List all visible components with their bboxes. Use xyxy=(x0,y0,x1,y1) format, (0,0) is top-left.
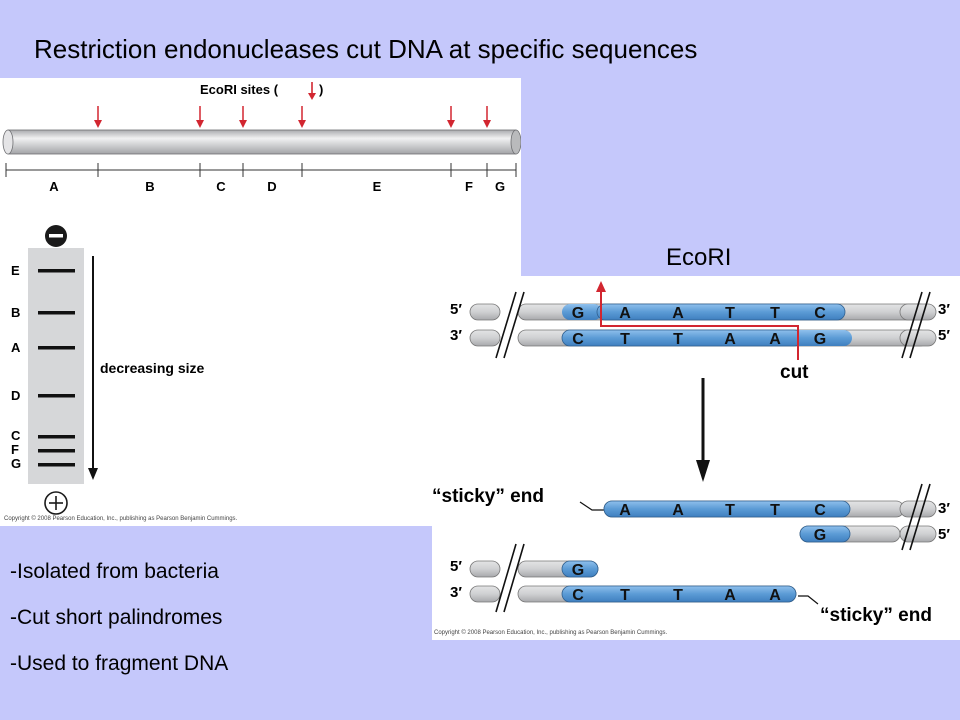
label-3prime-left-frag: 3′ xyxy=(450,584,462,601)
gel-band-f xyxy=(38,449,75,453)
sticky-end-label-bottom: “sticky” end xyxy=(820,605,932,626)
frag-top-base-2: A xyxy=(619,502,631,519)
legend-arrowhead-icon xyxy=(308,93,316,100)
right-fragment: “sticky” end 3′ 5′ A A T T C G xyxy=(432,483,950,551)
left-bottom-base-1: C xyxy=(572,587,584,604)
gel-band-c xyxy=(38,435,75,439)
left-fragment: 5′ 3′ G C T T A A “sticky” end xyxy=(450,543,932,626)
copyright-b: Copyright © 2008 Pearson Education, Inc.… xyxy=(434,630,668,636)
sticky-end-label-top: “sticky” end xyxy=(432,486,544,507)
left-bottom-base-2: T xyxy=(620,587,630,604)
gel-band-labels: E B A D C F G xyxy=(11,263,21,471)
ecori-cleavage-diagram: 5′ 3′ 3′ 5′ G A A xyxy=(432,281,950,626)
cleavage-panel: 5′ 3′ 3′ 5′ G A A xyxy=(432,276,960,640)
band-label-g: G xyxy=(11,456,21,471)
band-label-f: F xyxy=(11,442,19,457)
label-3prime-bottom-left: 3′ xyxy=(450,327,462,344)
recognition-sequence: G A A T T C C T T A A G xyxy=(572,305,826,348)
bottom-base-5: A xyxy=(769,331,781,348)
restriction-map-diagram: EcoRI sites ( ) xyxy=(2,82,521,515)
label-3prime-frag-top: 3′ xyxy=(938,500,950,517)
copyright-a: Copyright © 2008 Pearson Education, Inc.… xyxy=(4,516,238,522)
gel-lane: E B A D C F G xyxy=(11,225,84,515)
left-bottom-base-5: A xyxy=(769,587,781,604)
band-label-b: B xyxy=(11,305,20,320)
left-top-base-1: G xyxy=(572,562,584,579)
bottom-base-6: G xyxy=(814,331,826,348)
label-5prime-bottom-right: 5′ xyxy=(938,327,950,344)
fragment-label-a: A xyxy=(49,179,59,194)
process-arrowhead-icon xyxy=(696,460,710,482)
fragment-label-c: C xyxy=(216,179,226,194)
gel-band-d xyxy=(38,394,75,398)
fragment-ruler xyxy=(5,163,517,177)
top-base-5: T xyxy=(770,305,780,322)
bullet-item: -Cut short palindromes xyxy=(10,606,223,629)
cut-label: cut xyxy=(780,362,809,383)
gel-band-g xyxy=(38,463,75,467)
frag-bottom-base-6: G xyxy=(814,527,826,544)
frag-top-base-5: T xyxy=(770,502,780,519)
label-3prime-top-right: 3′ xyxy=(938,301,950,318)
fragment-label-d: D xyxy=(267,179,276,194)
size-arrowhead-icon xyxy=(88,468,98,480)
cut-arrowhead-icon xyxy=(596,281,606,292)
frag-top-base-6: C xyxy=(814,502,826,519)
top-base-3: A xyxy=(672,305,684,322)
band-label-a: A xyxy=(11,340,21,355)
fragment-label-g: G xyxy=(495,179,505,194)
label-5prime-top-left: 5′ xyxy=(450,301,462,318)
left-bottom-base-3: T xyxy=(673,587,683,604)
cut-line xyxy=(600,290,799,360)
cut-site-arrows xyxy=(94,106,491,128)
left-bottom-base-4: A xyxy=(724,587,736,604)
sites-label: EcoRI sites ( xyxy=(200,82,279,97)
bottom-base-4: A xyxy=(724,331,736,348)
gel-band-a xyxy=(38,346,75,350)
intact-dna: 5′ 3′ 3′ 5′ G A A xyxy=(450,281,950,383)
bullet-list: -Isolated from bacteria -Cut short palin… xyxy=(10,560,228,698)
band-label-c: C xyxy=(11,428,21,443)
label-5prime-left-frag: 5′ xyxy=(450,558,462,575)
bullet-item: -Used to fragment DNA xyxy=(10,652,229,675)
fragment-label-e: E xyxy=(373,179,382,194)
top-base-6: C xyxy=(814,305,826,322)
top-base-1: G xyxy=(572,305,584,322)
band-label-e: E xyxy=(11,263,20,278)
gel-band-e xyxy=(38,269,75,273)
top-base-4: T xyxy=(725,305,735,322)
sites-close: ) xyxy=(319,82,323,97)
fragment-labels: A B C D E F G xyxy=(49,179,505,194)
band-label-d: D xyxy=(11,388,20,403)
label-5prime-frag-bottom: 5′ xyxy=(938,526,950,543)
bullet-item: -Isolated from bacteria xyxy=(10,560,219,583)
slide-title: Restriction endonucleases cut DNA at spe… xyxy=(34,34,698,64)
fragment-label-f: F xyxy=(465,179,473,194)
frag-top-base-3: A xyxy=(672,502,684,519)
decreasing-size-label: decreasing size xyxy=(100,360,204,376)
gel-band-b xyxy=(38,311,75,315)
enzyme-label: EcoRI xyxy=(666,244,732,271)
fragment-label-b: B xyxy=(145,179,154,194)
dna-molecule xyxy=(2,129,521,155)
bottom-base-1: C xyxy=(572,331,584,348)
bottom-base-3: T xyxy=(673,331,683,348)
bottom-base-2: T xyxy=(620,331,630,348)
top-base-2: A xyxy=(619,305,631,322)
frag-top-base-4: T xyxy=(725,502,735,519)
gel-bands xyxy=(38,269,75,467)
